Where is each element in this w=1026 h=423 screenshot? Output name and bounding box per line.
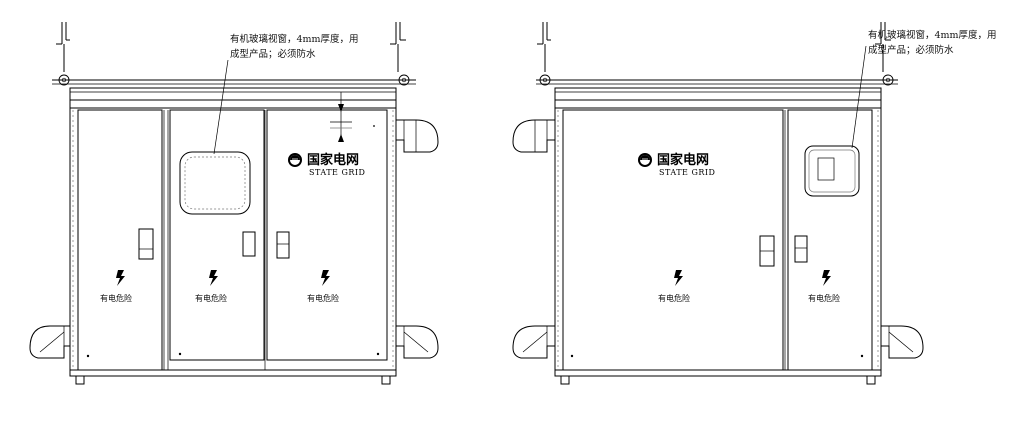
right-base (554, 369, 882, 377)
left-roof-eave (69, 99, 397, 109)
left-vent-bottom-right (396, 325, 439, 359)
left-lifting-hook-right (390, 22, 410, 86)
right-foot-right (866, 375, 876, 385)
left-door-1 (77, 109, 163, 371)
left-door-2 (169, 109, 265, 361)
right-view: 有机玻璃视窗，4mm厚度，用 成型产品；必须防水 国家电网 STATE GRID… (512, 22, 997, 385)
right-logo-emblem-icon (637, 152, 653, 168)
left-view: 有机玻璃视窗，4mm厚度，用 成型产品；必须防水 国家电网 STATE GRID… (29, 22, 439, 385)
right-logo-en: STATE GRID (659, 168, 715, 177)
left-logo-en: STATE GRID (309, 168, 365, 177)
right-logo-cn: 国家电网 (657, 152, 709, 168)
left-vent-top-right (396, 119, 439, 153)
left-door-2-warning: 有电危险 (195, 293, 227, 303)
left-door-1-lightning-icon (116, 270, 125, 286)
left-door-3-handle (276, 231, 290, 259)
left-viewing-window (179, 151, 251, 215)
right-vent-bottom-right (881, 325, 924, 359)
left-annotation-line2: 成型产品；必须防水 (230, 48, 316, 60)
left-state-grid-logo: 国家电网 STATE GRID (287, 152, 365, 177)
left-door-2-lightning-icon (209, 270, 218, 286)
left-door-1-warning: 有电危险 (100, 293, 132, 303)
right-annotation-line1: 有机玻璃视窗，4mm厚度，用 (868, 29, 997, 41)
right-roof-eave (554, 99, 882, 109)
right-door-2-handle (794, 235, 808, 263)
left-door-1-handle (138, 228, 154, 260)
right-door-2 (787, 109, 873, 371)
right-cabinet-body (554, 107, 882, 371)
right-foot-left (560, 375, 570, 385)
right-vent-bottom-left (512, 325, 555, 359)
left-leader-line (213, 59, 229, 155)
left-door-3-warning: 有电危险 (307, 293, 339, 303)
left-lifting-hook-left (56, 22, 70, 86)
right-door-1-lightning-icon (674, 270, 683, 286)
left-foot-right (381, 375, 391, 385)
right-door-1 (562, 109, 784, 371)
right-door-2-warning: 有电危险 (808, 293, 840, 303)
right-leader-line (851, 45, 867, 149)
right-viewing-window (804, 145, 860, 197)
left-roof (69, 87, 397, 101)
left-door-2-handle (242, 231, 256, 257)
right-roof (554, 87, 882, 101)
left-door-3 (266, 109, 388, 361)
left-logo-emblem-icon (287, 152, 303, 168)
left-annotation-line1: 有机玻璃视窗，4mm厚度，用 (230, 33, 359, 45)
right-state-grid-logo: 国家电网 STATE GRID (637, 152, 715, 177)
left-dimension-marker (330, 92, 375, 142)
left-logo-cn: 国家电网 (307, 152, 359, 168)
left-vent-bottom-left (29, 325, 70, 359)
right-door-2-lightning-icon (822, 270, 831, 286)
right-annotation-line2: 成型产品；必须防水 (868, 44, 954, 56)
left-base (69, 369, 397, 377)
left-cabinet-body (69, 107, 397, 371)
right-lifting-hook-left (537, 22, 551, 86)
left-foot-left (75, 375, 85, 385)
right-door-1-warning: 有电危险 (658, 293, 690, 303)
left-door-3-lightning-icon (321, 270, 330, 286)
right-vent-top-left (512, 119, 555, 153)
right-lifting-hook-right (875, 22, 894, 86)
